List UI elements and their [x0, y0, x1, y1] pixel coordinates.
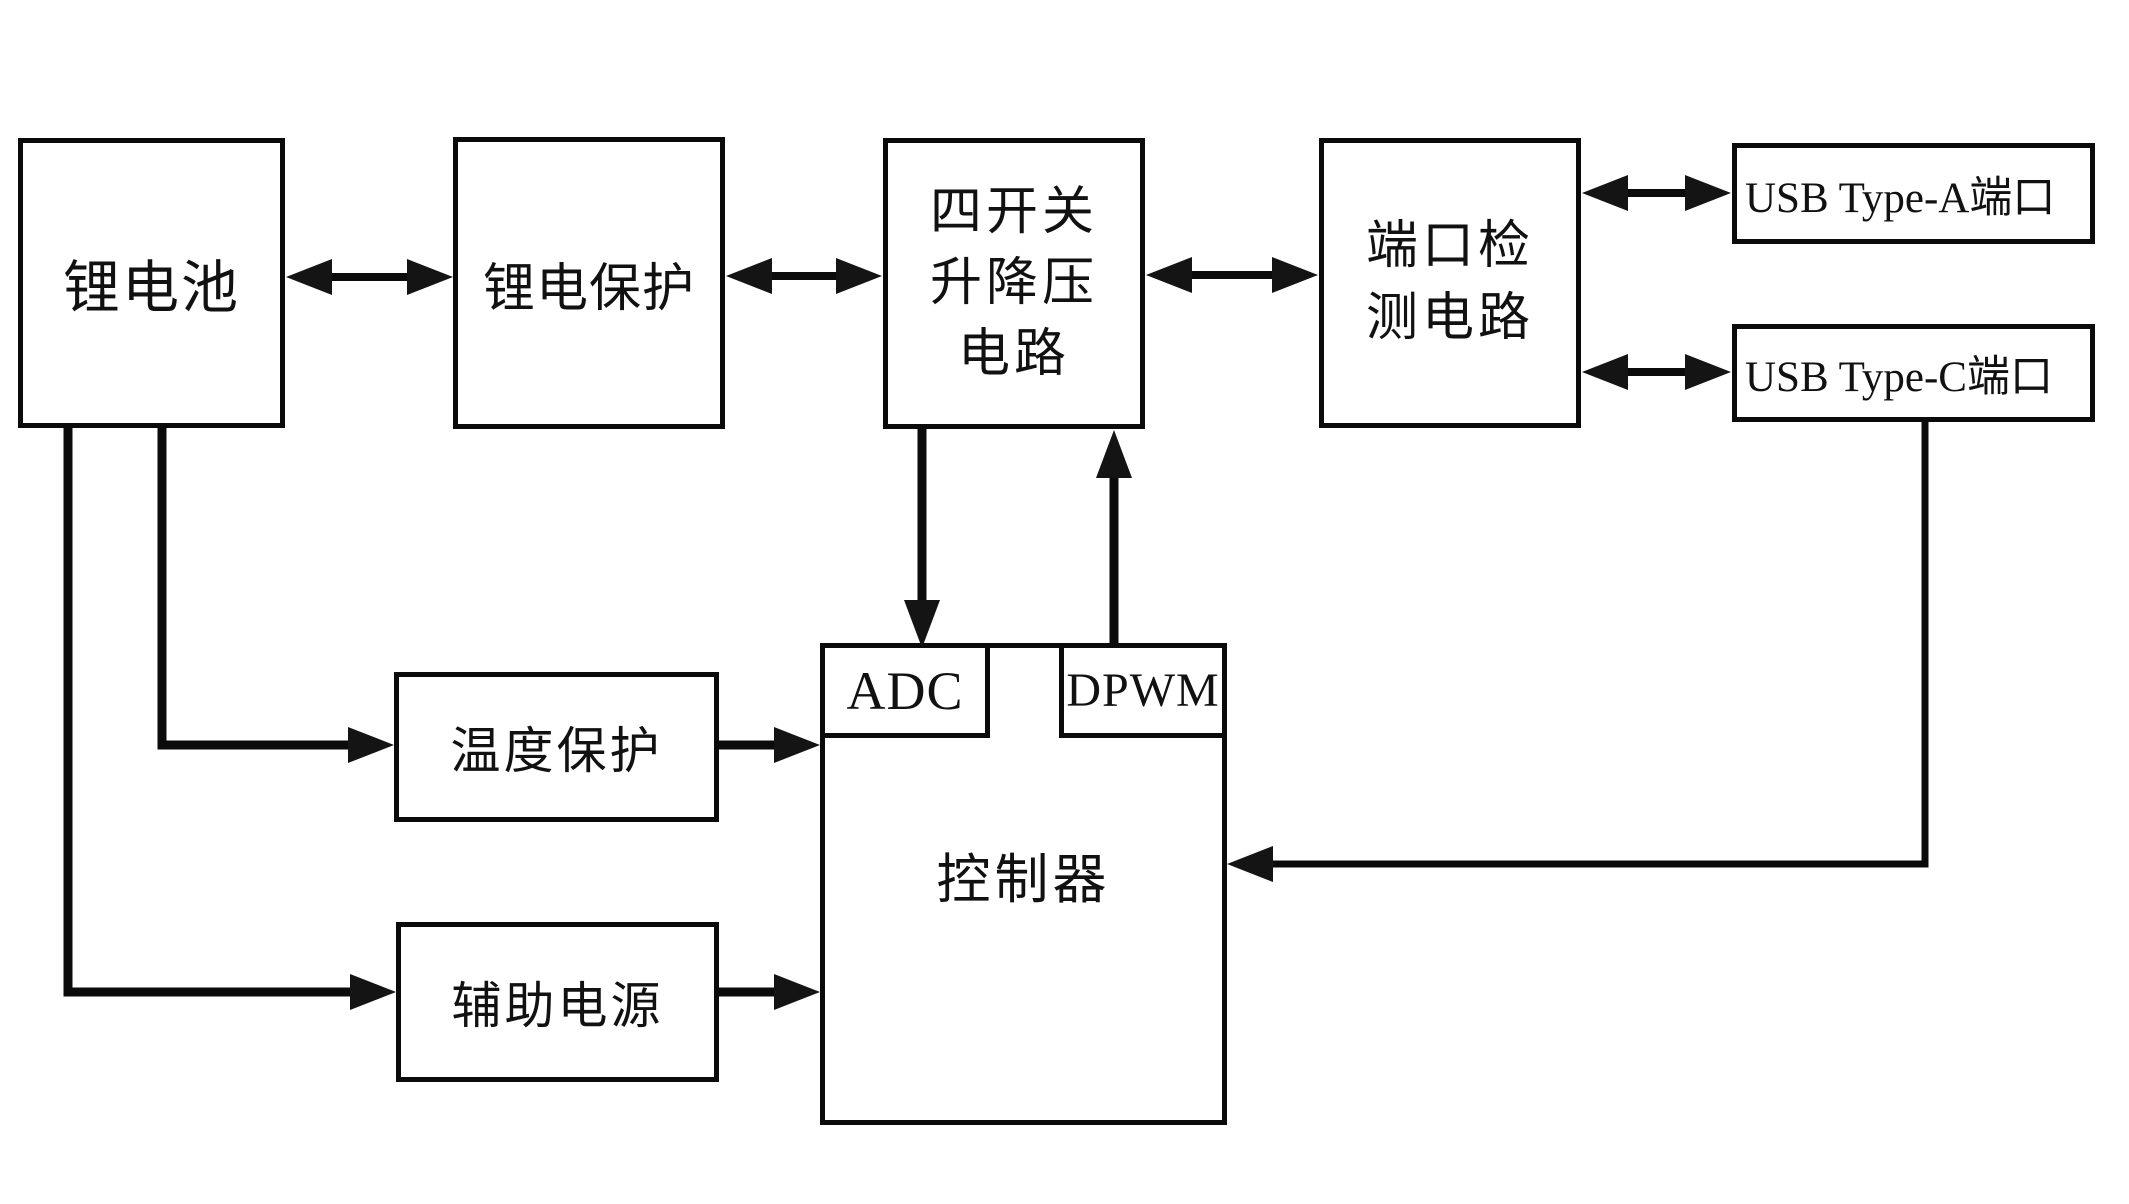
arrow-buckboost-to-adc [904, 429, 940, 648]
adc-label: ADC [846, 660, 964, 721]
block-dpwm: DPWM [1059, 643, 1227, 738]
block-usb-type-a-port: USB Type-A端口 [1732, 143, 2095, 244]
arrow-battery-to-tempprotect [157, 428, 394, 763]
usb-type-c-label: USB Type-C端口 [1745, 354, 2053, 401]
block-battery-protection: 锂电保护 [453, 137, 725, 429]
block-adc: ADC [820, 643, 990, 738]
temperature-protection-label: 温度保护 [450, 723, 663, 779]
battery-protection-label: 锂电保护 [482, 260, 695, 318]
block-four-switch-buck-boost: 四开关 升降压 电路 [883, 138, 1145, 429]
arrow-auxpower-to-controller [719, 974, 820, 1010]
buck-boost-label: 四开关 升降压 电路 [929, 184, 1098, 383]
arrow-dpwm-to-buckboost [1096, 430, 1132, 643]
port-detection-label: 端口检 测电路 [1365, 218, 1534, 347]
controller-label: 控制器 [936, 849, 1111, 910]
block-port-detection: 端口检 测电路 [1319, 138, 1581, 428]
block-auxiliary-power: 辅助电源 [396, 922, 719, 1082]
dpwm-label: DPWM [1066, 664, 1220, 717]
arrow-protection-buckboost-bidir [726, 258, 882, 294]
lithium-battery-label: 锂电池 [63, 257, 240, 320]
block-temperature-protection: 温度保护 [394, 672, 719, 822]
block-usb-type-c-port: USB Type-C端口 [1732, 324, 2095, 422]
arrow-portdetect-usbc-bidir [1582, 354, 1731, 390]
arrow-tempprotect-to-controller [719, 727, 820, 763]
arrow-portdetect-usba-bidir [1582, 175, 1731, 211]
usb-type-a-label: USB Type-A端口 [1745, 174, 2056, 222]
block-lithium-battery: 锂电池 [18, 138, 285, 428]
arrow-battery-protection-bidir [286, 259, 453, 295]
arrow-buckboost-portdetect-bidir [1146, 257, 1318, 293]
arrow-usbc-to-controller [1227, 422, 1929, 882]
arrow-battery-to-auxpower [63, 428, 396, 1010]
auxiliary-power-label: 辅助电源 [451, 978, 664, 1034]
